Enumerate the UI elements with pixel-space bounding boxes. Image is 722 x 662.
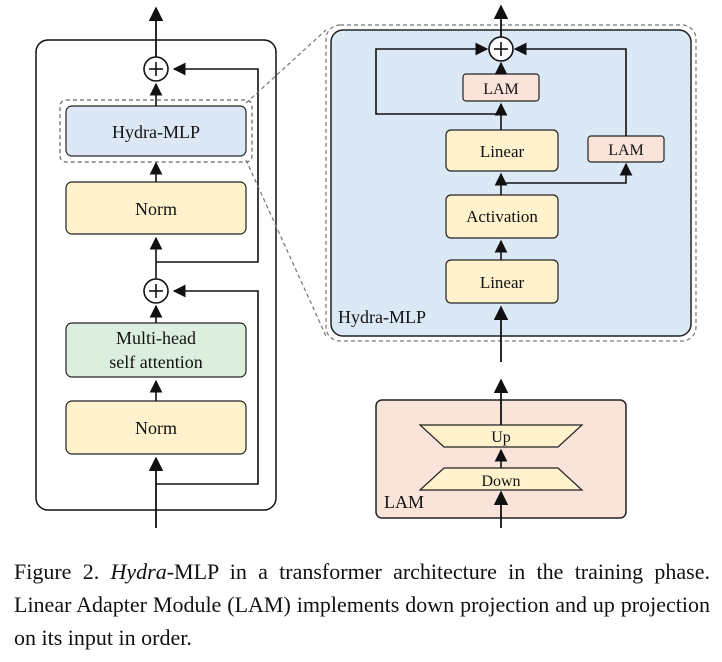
up-label: Up [491, 429, 511, 446]
zoom-line-bottom [245, 159, 327, 337]
norm-bottom-label: Norm [135, 418, 177, 438]
caption-label: Figure 2. [14, 559, 100, 584]
linear-bottom-block [445, 259, 559, 304]
caption-emphasis: Hydra [110, 559, 167, 584]
hydra-mlp-label: Hydra-MLP [112, 122, 200, 142]
attention-label-line1: Multi-head [116, 328, 196, 348]
linear-top-block [445, 129, 559, 172]
linear-top-label: Linear [480, 142, 525, 161]
down-projection-block [418, 467, 584, 491]
skip-loop-to-add [375, 42, 501, 115]
lam-panel-label: LAM [384, 492, 424, 512]
side-lam-to-add [513, 42, 627, 136]
residual-connection-upper [156, 62, 259, 263]
caption-text: -MLP in a transformer architecture in th… [14, 559, 710, 650]
down-label: Down [481, 473, 520, 490]
hydra-mlp-diagram: Norm Multi-head self attention Norm Hydr… [35, 4, 697, 528]
up-projection-block [418, 424, 584, 448]
attention-label-line2: self attention [109, 352, 202, 372]
lam-top-label: LAM [483, 81, 519, 98]
hydra-mlp-highlight [59, 99, 253, 163]
activation-label: Activation [466, 207, 538, 226]
lam-side-label: LAM [608, 142, 644, 159]
hydra-mlp-panel-label: Hydra-MLP [338, 307, 426, 327]
residual-connection-lower [156, 284, 259, 485]
norm-top-label: Norm [135, 199, 177, 219]
linear-bottom-label: Linear [480, 273, 525, 292]
figure-caption: Figure 2. Hydra-MLP in a transformer arc… [14, 555, 710, 654]
activation-block [445, 194, 559, 239]
hydra-mlp-panel-outline [325, 24, 697, 342]
branch-to-side-lam [501, 162, 633, 184]
